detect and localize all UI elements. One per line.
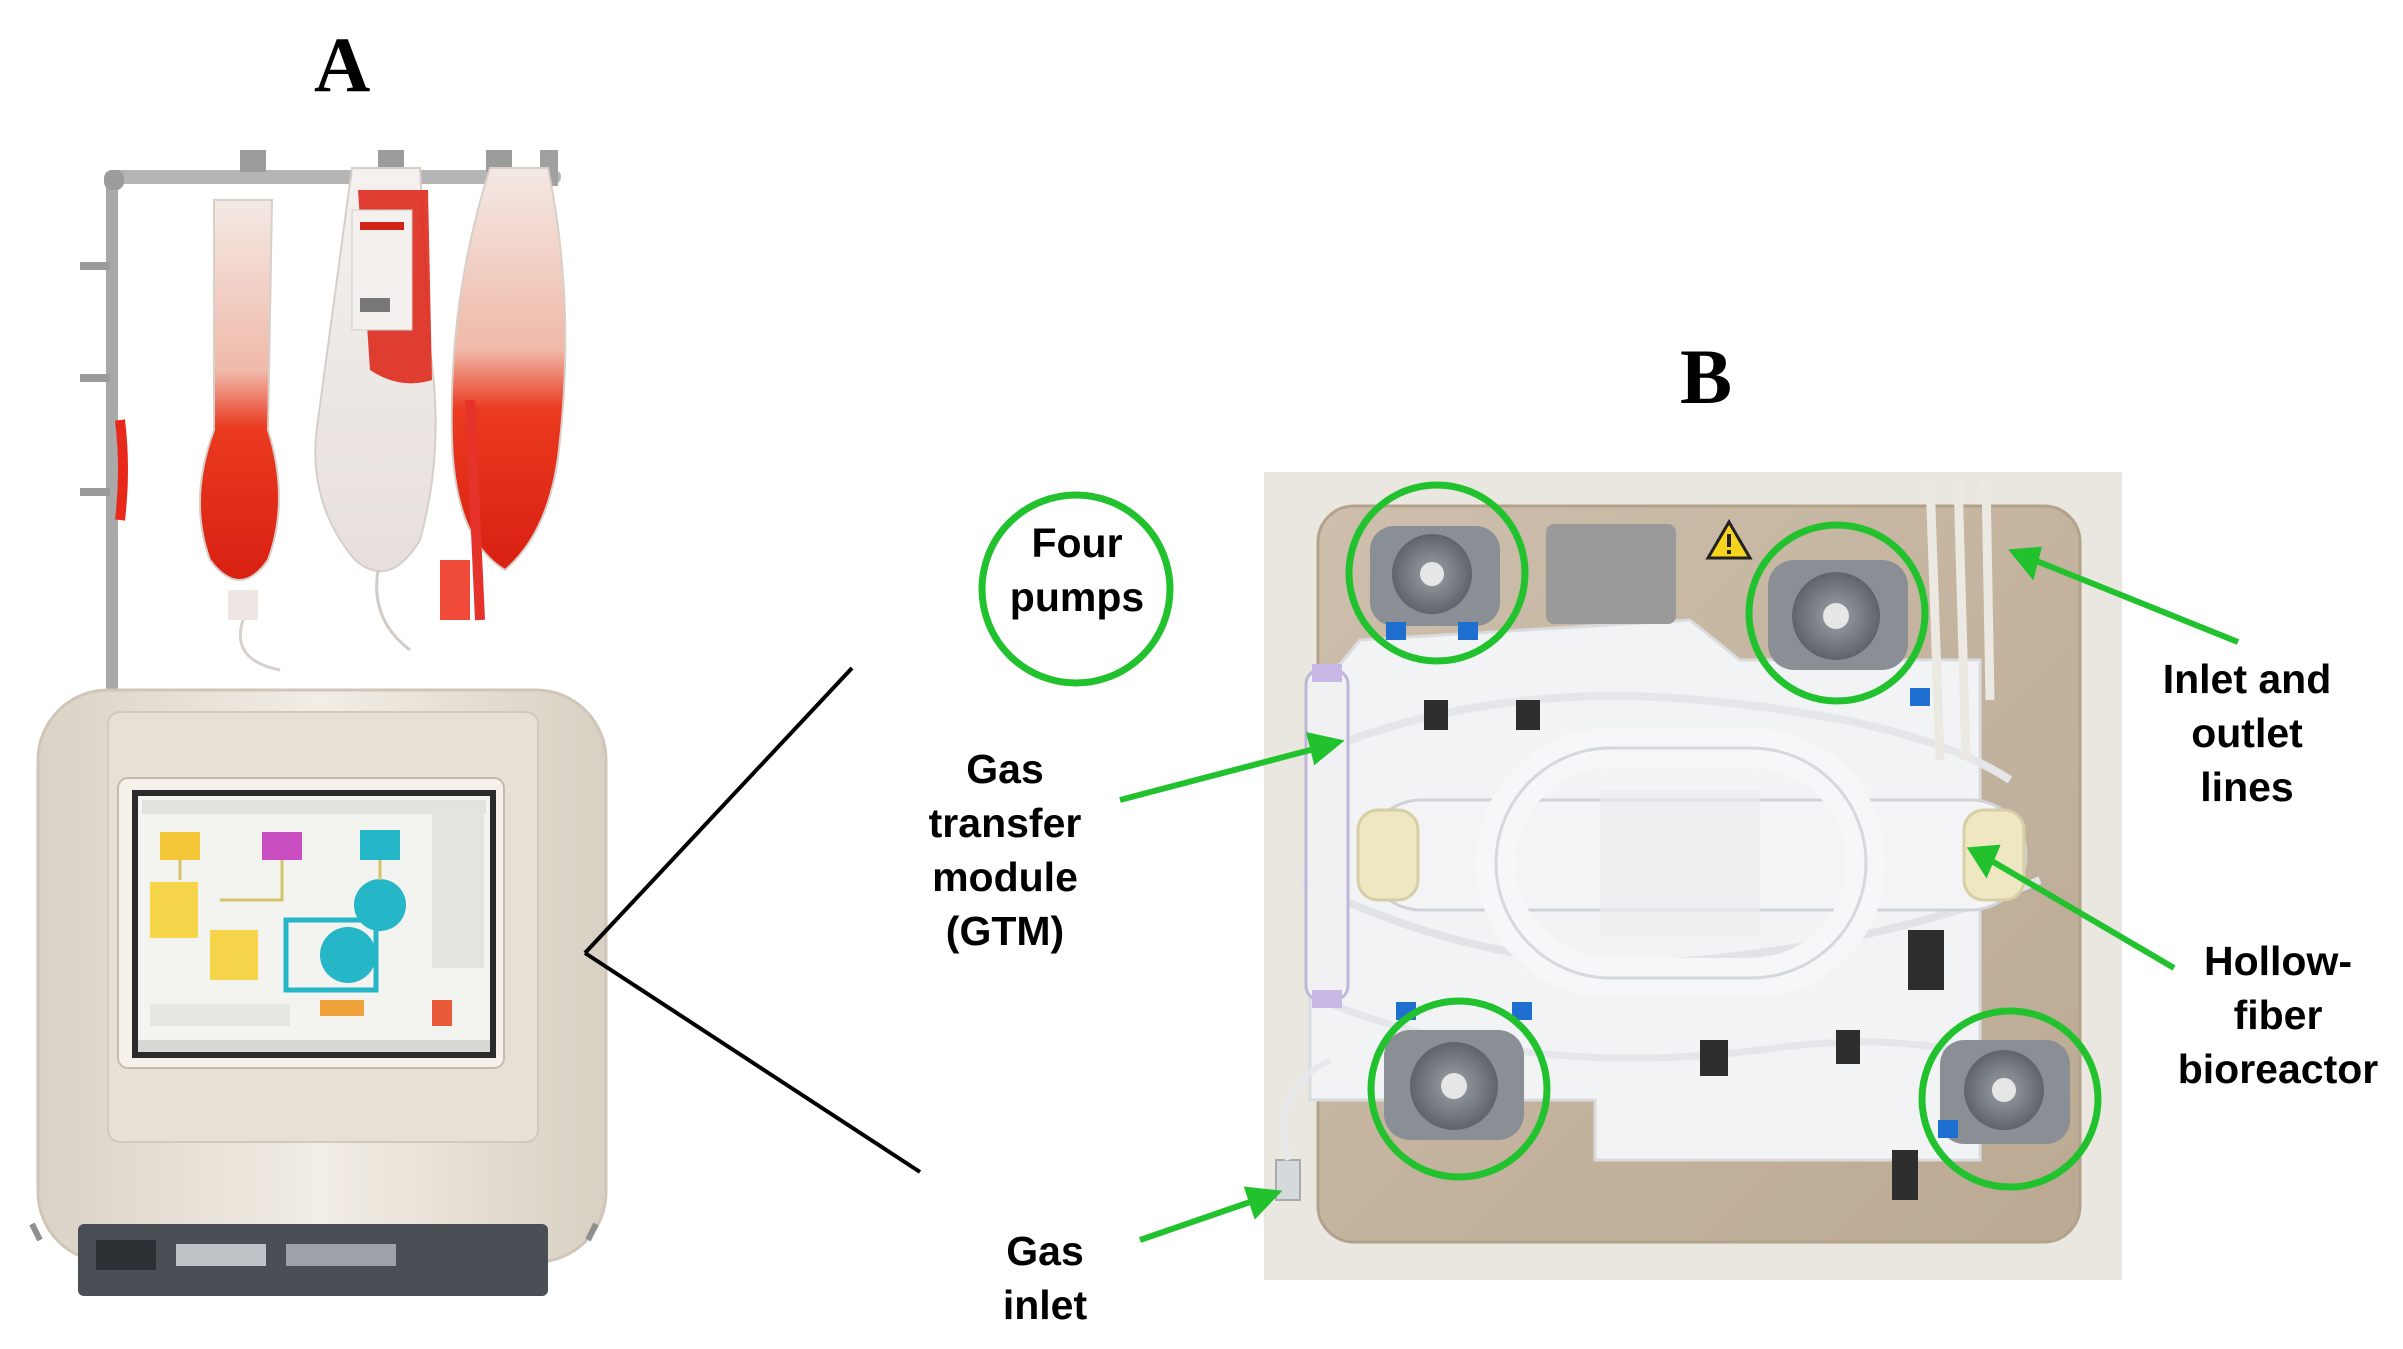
label-four-pumps: Four pumps	[1009, 520, 1145, 620]
warning-triangle-icon	[1705, 519, 1753, 560]
media-bag-1	[198, 199, 281, 672]
pump-top-left	[1370, 526, 1500, 640]
panel-label-a: A	[314, 21, 371, 108]
legend-circle	[978, 491, 1174, 687]
pump-highlight-circles	[978, 481, 2102, 1191]
pump-bottom-left	[1384, 1002, 1532, 1140]
media-bag-2	[314, 167, 437, 652]
zoom-connector-lines	[583, 666, 922, 1174]
pump-circle-bottom-left	[1367, 997, 1551, 1181]
pump-circle-bottom-right	[1918, 1007, 2102, 1191]
annotation-arrows	[1119, 546, 2240, 1243]
bioreactor-photo	[1264, 472, 2122, 1280]
pump-bottom-right	[1938, 1040, 2070, 1144]
panel-label-b: B	[1680, 333, 1733, 420]
device-photo	[29, 150, 608, 1296]
label-gas-transfer-module: Gas transfer module (GTM)	[928, 746, 1082, 954]
label-gas-inlet: Gas inlet	[1002, 1228, 1088, 1328]
media-bag-3	[115, 167, 567, 621]
pump-circle-top-right	[1745, 521, 1929, 705]
pump-top-right	[1768, 560, 1930, 706]
pump-circle-top-left	[1345, 481, 1529, 665]
label-inlet-outlet-lines: Inlet and outlet lines	[2162, 656, 2332, 810]
label-hollow-fiber-bioreactor: Hollow- fiber bioreactor	[2177, 938, 2379, 1092]
